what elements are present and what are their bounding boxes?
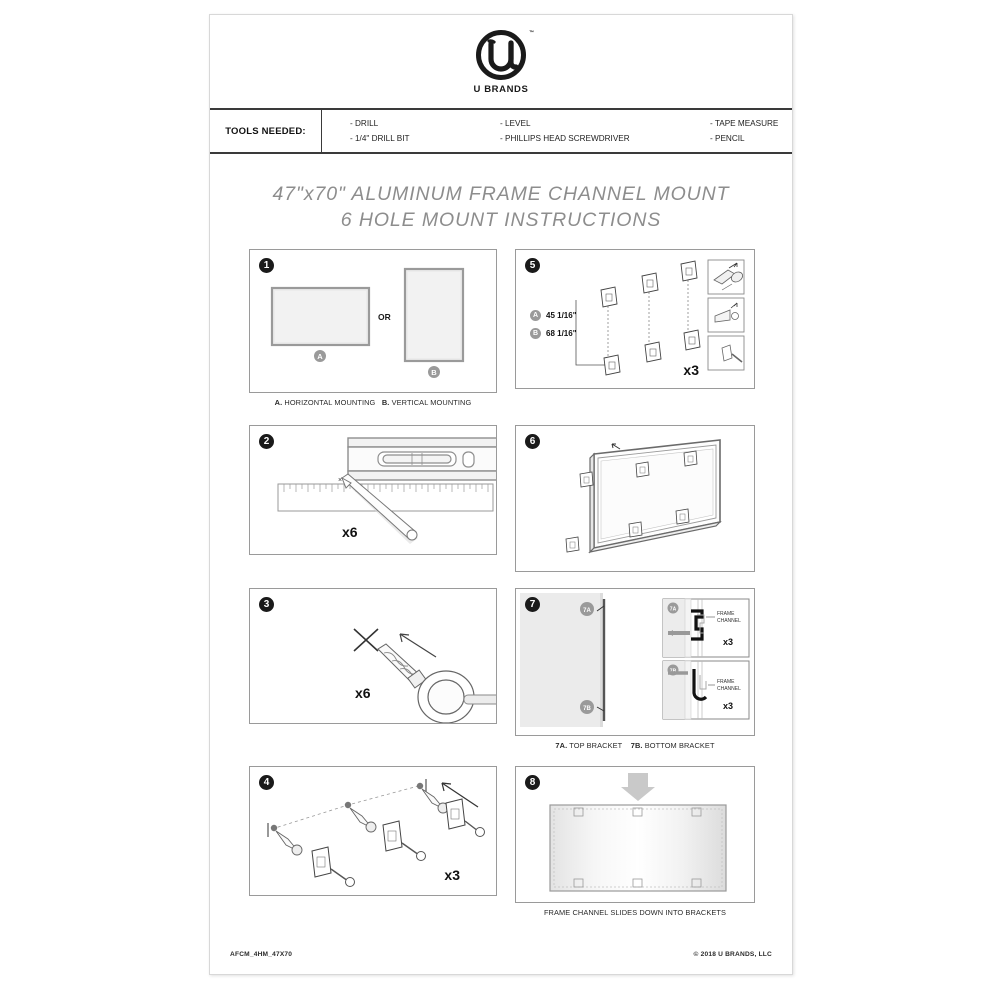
- step-3-quantity: x6: [355, 685, 371, 701]
- step-number-badge: 1: [259, 258, 274, 273]
- page-title: 47"x70" ALUMINUM FRAME CHANNEL MOUNT 6 H…: [210, 154, 792, 234]
- tool-item: - PHILLIPS HEAD SCREWDRIVER: [500, 134, 630, 143]
- step-1-panel: 1 A OR B: [249, 249, 497, 393]
- step-7-caption-b-key: 7B.: [630, 741, 643, 750]
- svg-text:A: A: [317, 352, 323, 361]
- svg-text:CHANNEL: CHANNEL: [717, 618, 741, 624]
- step-4-panel: 4: [249, 766, 497, 896]
- step-1-caption-b-key: B.: [381, 398, 390, 407]
- step-5: 5: [515, 249, 755, 407]
- measurement-a-value: 45 1/16": [546, 311, 577, 320]
- footer-copyright: © 2018 U BRANDS, LLC: [693, 951, 772, 958]
- footer-sku: AFCM_4HM_47X70: [230, 951, 293, 958]
- svg-text:OR: OR: [378, 312, 391, 322]
- step-7-caption-a: TOP BRACKET: [569, 741, 623, 750]
- step-number-badge: 7: [525, 597, 540, 612]
- measurement-a-row: A 45 1/16": [530, 310, 576, 321]
- step-7-caption: 7A. TOP BRACKET 7B. BOTTOM BRACKET: [515, 736, 755, 750]
- step-1: 1 A OR B A. HORIZONTAL MOUNTING B.: [249, 249, 497, 407]
- tool-item: - TAPE MEASURE: [710, 119, 779, 128]
- step-7-panel: 7 7A 7B: [515, 588, 755, 736]
- step-number-badge: 5: [525, 258, 540, 273]
- measurement-a-key: A: [530, 310, 541, 321]
- drill-target-x: [353, 628, 379, 652]
- step-2: 2: [249, 425, 497, 572]
- svg-text:x3: x3: [723, 701, 733, 711]
- measurement-b-row: B 68 1/16": [530, 328, 576, 339]
- down-arrow-icon: [621, 773, 655, 801]
- step-3-illustration: [353, 628, 496, 723]
- step-1-caption-b: VERTICAL MOUNTING: [391, 398, 472, 407]
- step-8-illustration: [549, 773, 727, 892]
- svg-text:CHANNEL: CHANNEL: [717, 686, 741, 692]
- step-5-panel: 5: [515, 249, 755, 389]
- step-6: 6: [515, 425, 755, 572]
- step-number-badge: 8: [525, 775, 540, 790]
- step-number-badge: 6: [525, 434, 540, 449]
- svg-text:7A: 7A: [670, 607, 677, 613]
- page-footer: AFCM_4HM_47X70 © 2018 U BRANDS, LLC: [210, 951, 792, 958]
- tool-item: - PENCIL: [710, 134, 745, 143]
- title-line-2: 6 HOLE MOUNT INSTRUCTIONS: [340, 209, 662, 232]
- tool-item: - DRILL: [350, 119, 379, 128]
- step-4: 4: [249, 766, 497, 917]
- steps-grid: 1 A OR B A. HORIZONTAL MOUNTING B.: [249, 249, 755, 917]
- step-2-panel: 2: [249, 425, 497, 555]
- step-3: 3: [249, 588, 497, 750]
- tool-item: - LEVEL: [500, 119, 531, 128]
- measurement-b-key: B: [530, 328, 541, 339]
- svg-text:7A: 7A: [583, 608, 591, 614]
- tool-item: - 1/4" DRILL BIT: [350, 134, 410, 143]
- step-2-illustration: ×: [277, 437, 496, 544]
- step-number-badge: 2: [259, 434, 274, 449]
- svg-text:x3: x3: [723, 637, 733, 647]
- step-4-illustration: [267, 779, 485, 887]
- tools-column-1: - DRILL - 1/4" DRILL BIT: [350, 119, 500, 143]
- step-1-illustration: A OR B: [270, 267, 465, 378]
- step-5-quantity: x3: [683, 362, 699, 378]
- step-7: 7 7A 7B: [515, 588, 755, 750]
- step-7-illustration: 7A 7B 7A: [520, 593, 750, 727]
- step-7-caption-a-key: 7A.: [555, 741, 568, 750]
- step-4-quantity: x3: [444, 867, 460, 883]
- tools-needed-row: TOOLS NEEDED: - DRILL - 1/4" DRILL BIT -…: [210, 108, 792, 154]
- step-8-caption: FRAME CHANNEL SLIDES DOWN INTO BRACKETS: [543, 908, 727, 917]
- step-5-illustration: [575, 259, 745, 376]
- svg-text:×: ×: [338, 477, 342, 484]
- title-line-1: 47"x70" ALUMINUM FRAME CHANNEL MOUNT: [272, 183, 730, 205]
- step-8: 8: [515, 766, 755, 917]
- step-6-panel: 6: [515, 425, 755, 572]
- tools-needed-label: TOOLS NEEDED:: [210, 110, 322, 152]
- step-1-caption: A. HORIZONTAL MOUNTING B. VERTICAL MOUNT…: [249, 393, 497, 407]
- step-2-quantity: x6: [342, 524, 358, 540]
- tools-column-3: - TAPE MEASURE - PENCIL: [710, 119, 782, 143]
- svg-text:B: B: [431, 368, 437, 377]
- brand-wordmark: U BRANDS: [473, 83, 529, 95]
- step-8-panel: 8: [515, 766, 755, 903]
- brand-header: ™ U BRANDS: [210, 15, 792, 108]
- trademark-symbol: ™: [529, 29, 534, 36]
- step-1-caption-a: HORIZONTAL MOUNTING: [284, 398, 376, 407]
- step-3-panel: 3: [249, 588, 497, 724]
- step-7-caption-b: BOTTOM BRACKET: [644, 741, 715, 750]
- step-number-badge: 3: [259, 597, 274, 612]
- instruction-sheet: ™ U BRANDS TOOLS NEEDED: - DRILL - 1/4" …: [209, 14, 793, 975]
- svg-text:FRAME: FRAME: [717, 679, 735, 685]
- u-brands-logo-icon: ™: [475, 29, 534, 81]
- step-1-caption-a-key: A.: [274, 398, 283, 407]
- step-6-illustration: [565, 439, 722, 554]
- svg-text:FRAME: FRAME: [717, 611, 735, 617]
- step-5-measurements: A 45 1/16" B 68 1/16": [530, 310, 576, 346]
- measurement-b-value: 68 1/16": [546, 329, 577, 338]
- step-number-badge: 4: [259, 775, 274, 790]
- svg-text:7B: 7B: [583, 706, 591, 712]
- tools-column-2: - LEVEL - PHILLIPS HEAD SCREWDRIVER: [500, 119, 710, 143]
